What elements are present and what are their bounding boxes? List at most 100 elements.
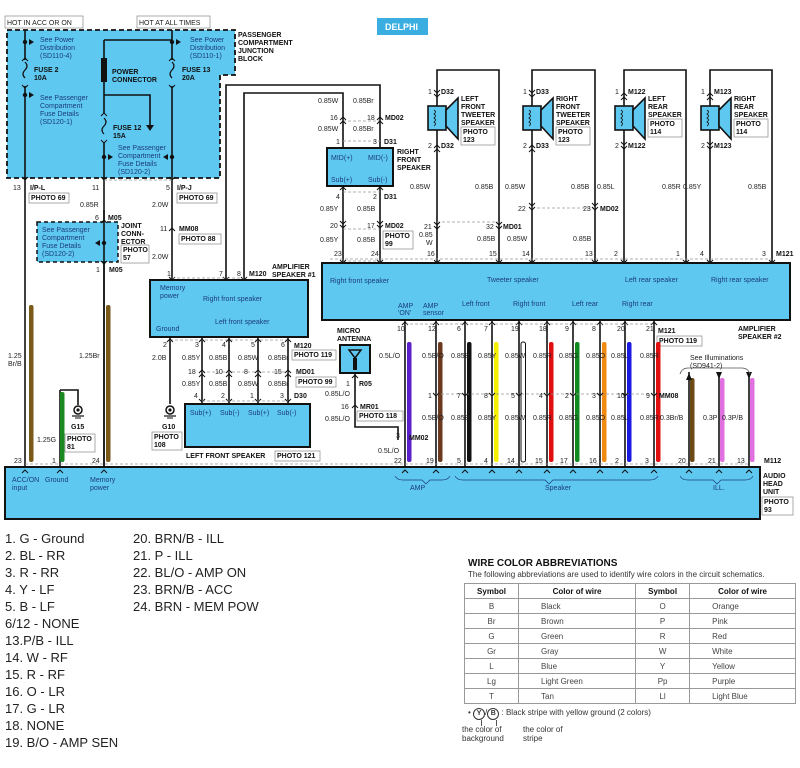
photo-ref: 123 <box>558 137 570 144</box>
diagram-label: 7 <box>484 326 488 333</box>
speaker-name: SPEAKER <box>556 120 590 127</box>
speaker-icon <box>614 105 634 131</box>
diagram-label: 24 <box>92 458 100 465</box>
photo-ref: PHOTO 69 <box>31 195 66 202</box>
speaker-name: SPEAKER <box>648 112 682 119</box>
diagram-label: 22 <box>394 458 402 465</box>
pin-chevron <box>376 116 384 121</box>
joint-connector-label: ECTOR <box>121 239 145 246</box>
acc-on-input-label: input <box>12 485 27 492</box>
diagram-label: 16 <box>427 251 435 258</box>
photo-ref: PHOTO <box>154 434 179 441</box>
pin-chevron <box>21 176 29 181</box>
audio-head-unit-title: HEAD <box>763 481 783 488</box>
speaker-name: RIGHT <box>556 96 579 103</box>
pin-chevron <box>225 398 233 403</box>
speaker-name: REAR <box>648 104 668 111</box>
wire-label: 0.85Y <box>683 184 702 191</box>
pin-legend-item: 4. Y - LF <box>5 582 55 597</box>
pin-chevron <box>433 148 441 153</box>
passenger-compartment-junction-block <box>6 29 236 179</box>
diagram-label: 8 <box>484 393 488 400</box>
pin-chevron <box>100 219 108 224</box>
diagram-label: 24 <box>371 251 379 258</box>
power-connector-label: CONNECTOR <box>112 77 157 84</box>
connector-mm08: MM08 <box>659 393 679 400</box>
wire-label: 0.85B <box>209 381 228 388</box>
pin-chevron <box>495 221 503 226</box>
photo-ref: 99 <box>385 241 393 248</box>
wire-label: Br/B <box>8 361 22 368</box>
diagram-label: 6 <box>281 342 285 349</box>
amplifier-speaker-1-title: SPEAKER #1 <box>272 272 316 279</box>
wire-label: 0.85 <box>419 232 433 239</box>
fuse-icon <box>169 61 175 79</box>
speaker-terminal: MID(-) <box>368 155 388 162</box>
acc-on-input-label: ACC/ON <box>12 477 39 484</box>
speaker-terminal: Sub(-) <box>277 410 296 417</box>
pin-chevron <box>569 469 577 474</box>
wire-label: 0.3Br/B <box>660 415 684 422</box>
diagram-label: 4 <box>222 342 226 349</box>
wire-label: 0.5B/O <box>422 415 444 422</box>
pin-legend-item: 15. R - RF <box>5 667 65 682</box>
symbol-cell: Br <box>463 613 520 629</box>
symbol-cell: W <box>635 643 691 659</box>
junction-dot <box>169 39 175 45</box>
wire-label: 0.5L/O <box>378 448 400 455</box>
see-power-distribution-sd110-4: Distribution <box>40 45 75 52</box>
arrow-icon <box>29 39 34 45</box>
wire-table-title: WIRE COLOR ABBREVIATIONS <box>468 558 618 569</box>
wire-color-stripe-br <box>106 305 111 462</box>
fuse-gap <box>99 113 109 143</box>
diagram-label: 1 <box>615 89 619 96</box>
arrow-icon <box>176 39 181 45</box>
diagram-label: 13 <box>13 185 21 192</box>
pin-chevron <box>376 120 384 125</box>
wire-color-stripe-br-b <box>29 305 34 462</box>
diagram-label: 6 <box>457 326 461 333</box>
wire-label: 0.85Y <box>320 206 339 213</box>
wire-label: 1.25G <box>37 437 56 444</box>
arrow-icon <box>686 373 692 380</box>
head-ill-group: ILL. <box>713 485 725 492</box>
see-fuse-details-sd120-2: See Passenger <box>118 145 167 152</box>
amp-group-label: Left rear speaker <box>625 277 679 284</box>
photo-ref-box <box>356 410 404 422</box>
diagram-label: 2 <box>615 458 619 465</box>
head-speaker-group: Speaker <box>545 485 572 492</box>
wire-label: 0.85R <box>640 353 659 360</box>
fuse-icon <box>101 117 107 135</box>
diagram-label: 21 <box>646 326 654 333</box>
wire-label: 0.85L <box>597 184 615 191</box>
pin-legend-item: 23. BRN/B - ACC <box>133 582 233 597</box>
wire-label: 0.85O <box>586 415 606 422</box>
color-cell: Gray <box>518 643 637 659</box>
diagram-label: 1 <box>428 393 432 400</box>
wire-label: 0.85B <box>571 184 590 191</box>
audio-head-unit <box>4 466 761 520</box>
amp-on-label: AMP <box>398 303 414 310</box>
speaker-name: REAR <box>734 104 754 111</box>
color-cell: Pink <box>689 613 796 629</box>
pin-chevron <box>495 225 503 230</box>
pin-chevron <box>225 373 233 378</box>
diagram-label: 9 <box>646 393 650 400</box>
amplifier-speaker-2-title: SPEAKER #2 <box>738 334 782 341</box>
connector-mr01: MR01 <box>360 404 379 411</box>
wire-speaker-0 <box>436 69 500 263</box>
diagram-label: 5 <box>511 393 515 400</box>
diagram-label: 1 <box>96 267 100 274</box>
slash: / <box>485 708 488 717</box>
pin-chevron <box>706 96 714 101</box>
photo-ref: PHOTO 118 <box>359 413 397 420</box>
pin-chevron <box>100 139 108 144</box>
arrow-icon <box>746 372 752 379</box>
speaker-name: SPEAKER <box>734 112 768 119</box>
diagram-label: 3 <box>195 342 199 349</box>
diagram-label: 1 <box>523 89 527 96</box>
pin-chevron <box>56 469 64 474</box>
fuse-icon <box>22 61 28 79</box>
wire-label: 0.3P <box>703 415 718 422</box>
